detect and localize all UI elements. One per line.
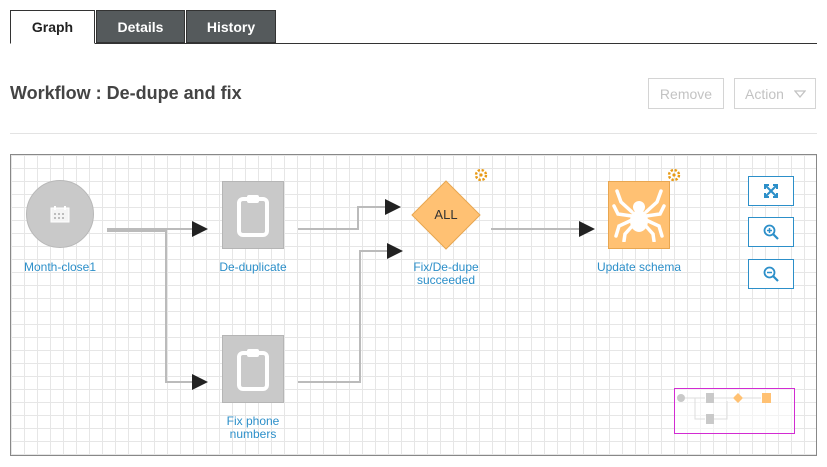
tab-details[interactable]: Details: [96, 10, 185, 43]
minimap-preview: [677, 393, 771, 424]
zoom-out-button[interactable]: [748, 259, 794, 289]
settings-badge-icon: [667, 168, 681, 182]
remove-button-label: Remove: [659, 85, 713, 102]
clipboard-icon: [237, 195, 269, 237]
edge-fix-phone-to-all: [298, 243, 403, 383]
tab-history[interactable]: History: [186, 10, 276, 43]
node-fix-phone[interactable]: [222, 335, 284, 403]
edge-month-close-to-fix-phone: [107, 230, 208, 390]
node-label-month-close: Month-close1: [23, 260, 97, 274]
node-all-gate[interactable]: ALL: [411, 180, 481, 250]
gate-inner-label: ALL: [434, 207, 458, 222]
expand-icon: [764, 184, 778, 198]
minimap[interactable]: [674, 388, 795, 434]
node-de-duplicate[interactable]: [222, 181, 284, 249]
caret-down-icon: [794, 90, 806, 99]
calendar-icon: [50, 206, 70, 223]
node-label-de-duplicate: De-duplicate: [219, 260, 287, 274]
tab-graph[interactable]: Graph: [10, 10, 95, 44]
page-title: Workflow : De-dupe and fix: [10, 83, 242, 103]
clipboard-icon: [237, 349, 269, 391]
spider-icon: [612, 189, 666, 242]
node-update-schema[interactable]: [608, 181, 670, 249]
node-month-close[interactable]: [26, 180, 94, 248]
remove-button[interactable]: Remove: [648, 78, 724, 109]
zoom-in-button[interactable]: [748, 217, 794, 247]
workflow-edges: [107, 199, 595, 390]
diamond-icon: [411, 180, 481, 250]
zoom-in-icon: [763, 224, 779, 240]
node-label-all-gate: Fix/De-dupe succeeded: [413, 260, 479, 287]
zoom-out-icon: [763, 266, 779, 282]
node-label-update-schema: Update schema: [596, 260, 682, 274]
node-label-fix-phone: Fix phone numbers: [226, 414, 280, 441]
tab-bar: Graph Details History: [10, 10, 817, 44]
edge-de-duplicate-to-all: [298, 199, 401, 230]
action-dropdown-label: Action: [745, 85, 784, 102]
action-dropdown[interactable]: Action: [734, 78, 816, 109]
header-divider: [10, 133, 817, 134]
workflow-canvas[interactable]: Month-close1 De-duplicate Fix phone numb…: [10, 154, 817, 456]
settings-badge-icon: [474, 168, 488, 182]
fit-to-screen-button[interactable]: [748, 176, 794, 206]
